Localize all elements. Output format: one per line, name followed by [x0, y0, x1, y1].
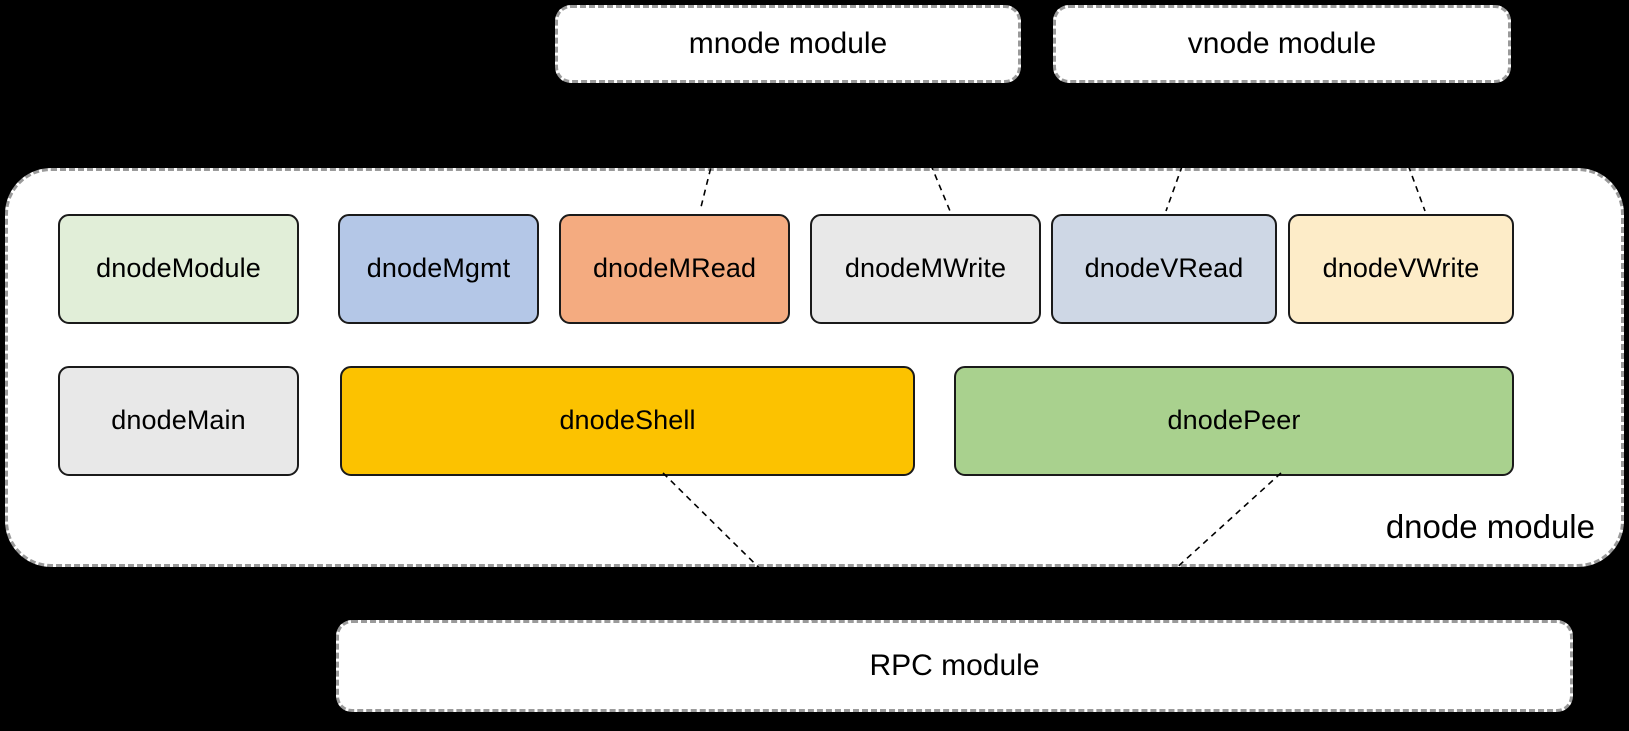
node-dnode-peer[interactable]: dnodePeer: [954, 366, 1514, 476]
node-dnode-peer-label: dnodePeer: [1167, 405, 1301, 436]
node-dnode-mread-label: dnodeMRead: [592, 253, 757, 284]
vnode-module-label: vnode module: [1187, 26, 1377, 60]
rpc-module-box[interactable]: RPC module: [336, 620, 1573, 712]
node-dnode-mread[interactable]: dnodeMRead: [559, 214, 790, 324]
node-dnode-mgmt[interactable]: dnodeMgmt: [338, 214, 539, 324]
node-dnode-mgmt-label: dnodeMgmt: [366, 253, 511, 284]
dnode-module-container[interactable]: dnodeModule dnodeMgmt dnodeMRead dnodeMW…: [5, 168, 1624, 567]
node-dnode-vwrite[interactable]: dnodeVWrite: [1288, 214, 1514, 324]
node-dnode-main-label: dnodeMain: [111, 405, 246, 436]
mnode-module-box[interactable]: mnode module: [555, 5, 1021, 83]
vnode-module-box[interactable]: vnode module: [1053, 5, 1511, 83]
node-dnode-vwrite-label: dnodeVWrite: [1322, 253, 1480, 284]
node-dnode-vread-label: dnodeVRead: [1084, 253, 1244, 284]
node-dnode-main[interactable]: dnodeMain: [58, 366, 299, 476]
node-dnode-shell-label: dnodeShell: [559, 405, 696, 436]
rpc-module-label: RPC module: [869, 648, 1040, 682]
node-dnode-mwrite[interactable]: dnodeMWrite: [810, 214, 1041, 324]
node-dnode-vread[interactable]: dnodeVRead: [1051, 214, 1277, 324]
dnode-module-label: dnode module: [1385, 508, 1595, 545]
node-dnode-mwrite-label: dnodeMWrite: [844, 253, 1007, 284]
mnode-module-label: mnode module: [688, 26, 888, 60]
node-dnode-module-label: dnodeModule: [96, 253, 261, 284]
node-dnode-shell[interactable]: dnodeShell: [340, 366, 915, 476]
node-dnode-module[interactable]: dnodeModule: [58, 214, 299, 324]
